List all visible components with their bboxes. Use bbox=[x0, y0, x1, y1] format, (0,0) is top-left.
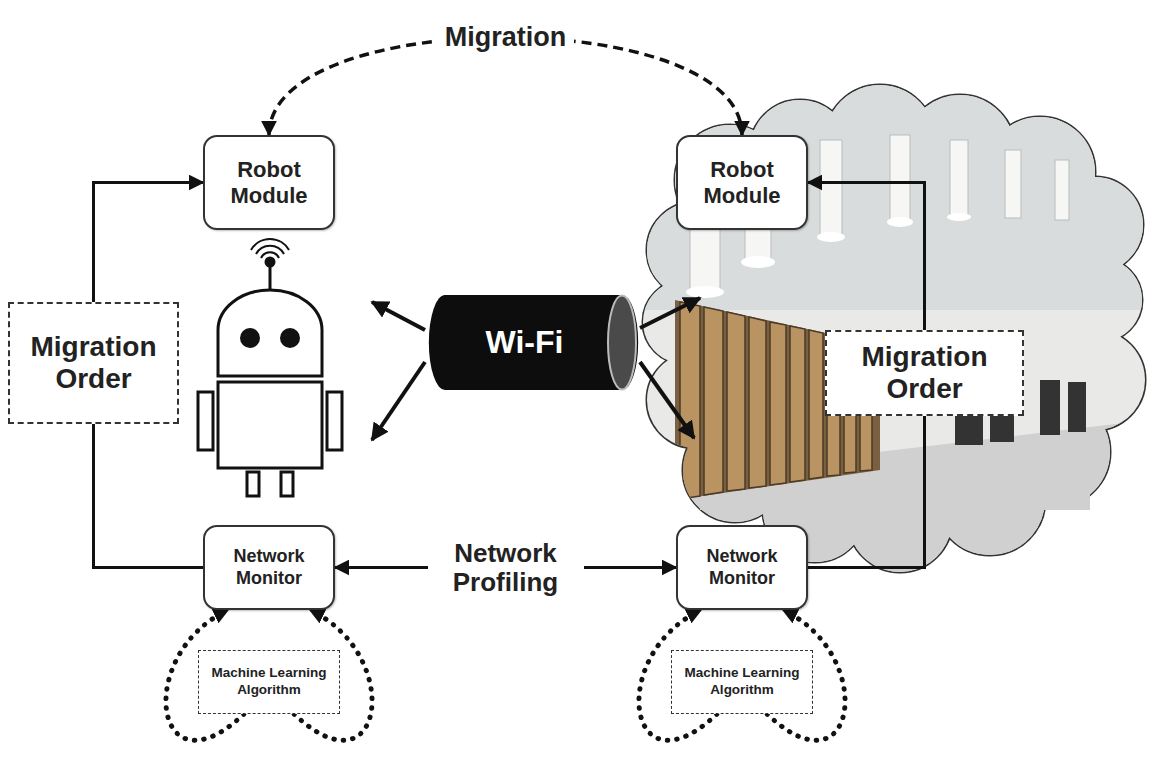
migration-order-box: Migration Order bbox=[8, 302, 179, 424]
cylinder-end bbox=[608, 296, 636, 390]
connector-line bbox=[808, 416, 925, 568]
node-text: Migration Order bbox=[833, 341, 1016, 405]
connector-line bbox=[808, 183, 925, 331]
cylinder-body bbox=[429, 295, 638, 390]
robot-module-box: Robot Module bbox=[676, 135, 808, 230]
connector-line bbox=[94, 183, 204, 303]
ml-algorithm-box: Machine Learning Algorithm bbox=[671, 650, 813, 714]
connector-line bbox=[94, 424, 204, 568]
node-text: Machine Learning Algorithm bbox=[677, 665, 807, 699]
datacenter-photo bbox=[630, 80, 1152, 580]
wifi-cylinder: Wi-Fi bbox=[425, 290, 640, 395]
node-text: Machine Learning Algorithm bbox=[204, 665, 334, 699]
node-text: Wi-Fi bbox=[486, 324, 564, 361]
network-monitor-box: Network Monitor bbox=[676, 525, 808, 610]
node-text: Network Monitor bbox=[684, 546, 800, 589]
node-text: Robot Module bbox=[684, 157, 800, 208]
robot-module-box: Robot Module bbox=[203, 135, 335, 230]
edge-label: Network Profiling bbox=[428, 537, 584, 598]
node-text: Migration Order bbox=[16, 331, 171, 395]
ml-algorithm-box: Machine Learning Algorithm bbox=[198, 650, 340, 714]
migration-order-box: Migration Order bbox=[825, 330, 1024, 416]
edge-label: Migration bbox=[437, 21, 575, 55]
network-monitor-box: Network Monitor bbox=[203, 525, 335, 610]
node-text: Robot Module bbox=[211, 157, 327, 208]
robot-figure bbox=[198, 239, 342, 496]
node-text: Network Monitor bbox=[211, 546, 327, 589]
